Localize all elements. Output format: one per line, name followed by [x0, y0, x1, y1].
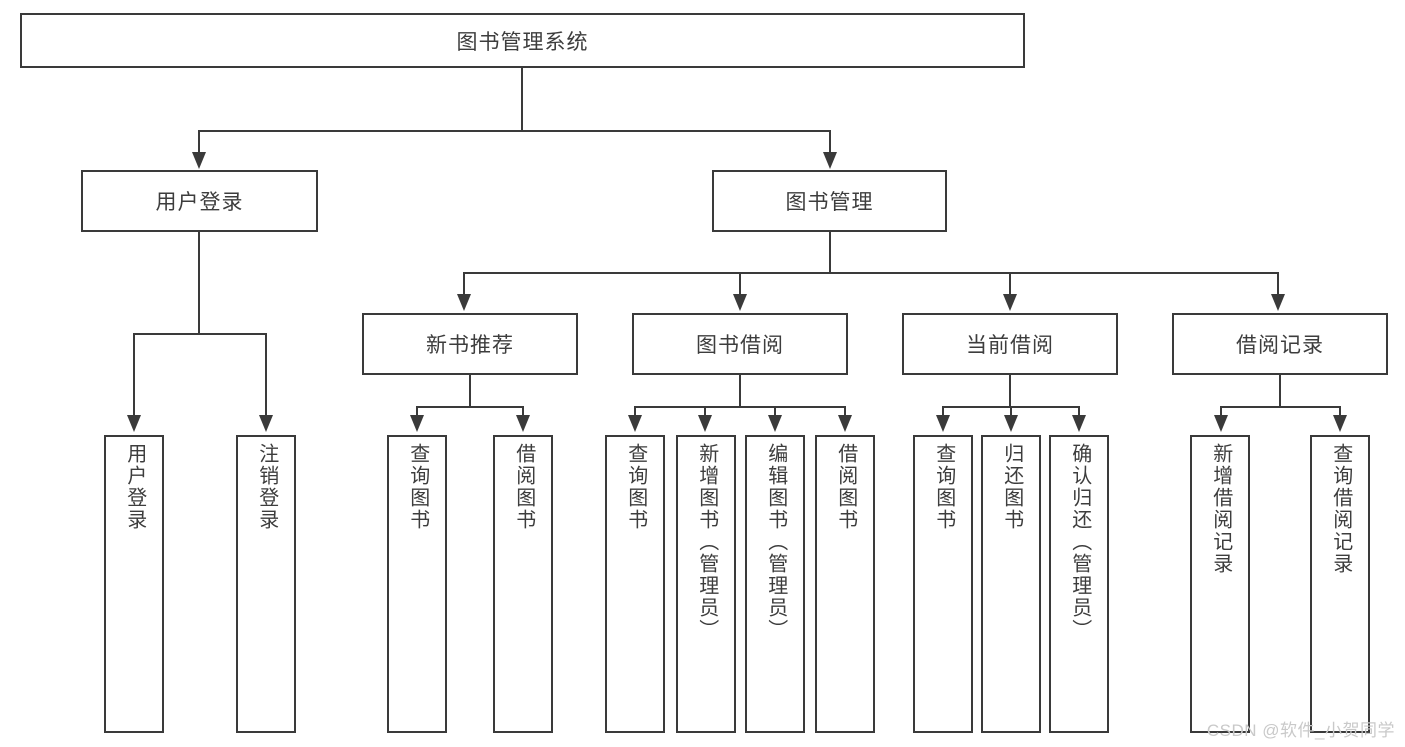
leaf-new-book-borrow[interactable]: 借阅图书 [493, 435, 553, 733]
arrow-to-borrow-record [1271, 294, 1285, 311]
leaf-current-borrow-confirm-label: 确认归还（管理员） [1068, 443, 1091, 641]
node-borrow-record[interactable]: 借阅记录 [1172, 313, 1388, 375]
connector-borrow-record-bus [1220, 406, 1340, 408]
connector-current-borrow-leaf1 [942, 406, 944, 417]
node-book-borrow[interactable]: 图书借阅 [632, 313, 848, 375]
connector-borrow-record-leaf2 [1339, 406, 1341, 417]
leaf-current-borrow-return[interactable]: 归还图书 [981, 435, 1041, 733]
leaf-current-borrow-query[interactable]: 查询图书 [913, 435, 973, 733]
connector-user-login-leaf1 [133, 333, 135, 417]
leaf-current-borrow-return-label: 归还图书 [1000, 443, 1023, 531]
leaf-book-borrow-borrow-label: 借阅图书 [834, 443, 857, 531]
leaf-book-borrow-edit[interactable]: 编辑图书（管理员） [745, 435, 805, 733]
connector-level3-bus [463, 272, 1277, 274]
connector-book-borrow-leaf1 [634, 406, 636, 417]
leaf-book-borrow-query-label: 查询图书 [624, 443, 647, 531]
node-user-login[interactable]: 用户登录 [81, 170, 318, 232]
leaf-current-borrow-query-label: 查询图书 [932, 443, 955, 531]
leaf-borrow-record-query[interactable]: 查询借阅记录 [1310, 435, 1370, 733]
arrow-book-borrow-leaf4 [838, 415, 852, 432]
leaf-user-login-logout-label: 注销登录 [255, 443, 278, 531]
leaf-borrow-record-add[interactable]: 新增借阅记录 [1190, 435, 1250, 733]
connector-to-current-borrow [1009, 272, 1011, 296]
arrow-new-book-leaf1 [410, 415, 424, 432]
node-book-borrow-label: 图书借阅 [696, 334, 784, 357]
connector-book-borrow-bus [634, 406, 845, 408]
node-book-management-label: 图书管理 [785, 191, 874, 214]
connector-root-stem [521, 68, 523, 131]
connector-borrow-record-stem [1279, 375, 1281, 407]
connector-book-borrow-stem [739, 375, 741, 407]
connector-new-book-bus [416, 406, 523, 408]
arrow-root-to-user-login [192, 152, 206, 169]
connector-current-borrow-leaf2 [1010, 406, 1012, 417]
node-borrow-record-label: 借阅记录 [1236, 334, 1324, 357]
arrow-to-current-borrow [1003, 294, 1017, 311]
connector-user-login-bus [133, 333, 266, 335]
arrow-to-book-borrow [733, 294, 747, 311]
connector-book-mgmt-stem [829, 232, 831, 273]
arrow-book-borrow-leaf2 [698, 415, 712, 432]
node-root-label: 图书管理系统 [456, 30, 589, 54]
node-new-book-recommend[interactable]: 新书推荐 [362, 313, 578, 375]
connector-to-borrow-record [1277, 272, 1279, 296]
connector-book-borrow-leaf3 [774, 406, 776, 417]
arrow-current-borrow-leaf2 [1004, 415, 1018, 432]
connector-book-borrow-leaf4 [844, 406, 846, 417]
connector-borrow-record-leaf1 [1220, 406, 1222, 417]
leaf-user-login-login[interactable]: 用户登录 [104, 435, 164, 733]
leaf-new-book-borrow-label: 借阅图书 [512, 443, 535, 531]
node-book-management[interactable]: 图书管理 [712, 170, 947, 232]
node-current-borrow-label: 当前借阅 [966, 334, 1054, 357]
arrow-root-to-book-mgmt [823, 152, 837, 169]
connector-new-book-stem [469, 375, 471, 407]
arrow-current-borrow-leaf3 [1072, 415, 1086, 432]
arrow-borrow-record-leaf2 [1333, 415, 1347, 432]
leaf-borrow-record-add-label: 新增借阅记录 [1209, 443, 1232, 575]
connector-root-to-book-mgmt [829, 130, 831, 154]
leaf-book-borrow-add-label: 新增图书（管理员） [695, 443, 718, 641]
node-current-borrow[interactable]: 当前借阅 [902, 313, 1118, 375]
leaf-book-borrow-query[interactable]: 查询图书 [605, 435, 665, 733]
arrow-book-borrow-leaf1 [628, 415, 642, 432]
connector-level2-bus [198, 130, 831, 132]
connector-book-borrow-leaf2 [704, 406, 706, 417]
arrow-user-login-leaf1 [127, 415, 141, 432]
connector-current-borrow-leaf3 [1078, 406, 1080, 417]
leaf-user-login-login-label: 用户登录 [123, 443, 146, 531]
arrow-new-book-leaf2 [516, 415, 530, 432]
connector-current-borrow-stem [1009, 375, 1011, 407]
arrow-current-borrow-leaf1 [936, 415, 950, 432]
connector-user-login-stem [198, 232, 200, 334]
leaf-book-borrow-edit-label: 编辑图书（管理员） [764, 443, 787, 641]
leaf-user-login-logout[interactable]: 注销登录 [236, 435, 296, 733]
leaf-book-borrow-add[interactable]: 新增图书（管理员） [676, 435, 736, 733]
connector-root-to-user-login [198, 130, 200, 154]
connector-to-book-borrow [739, 272, 741, 296]
connector-to-new-book [463, 272, 465, 296]
arrow-book-borrow-leaf3 [768, 415, 782, 432]
leaf-new-book-query-label: 查询图书 [406, 443, 429, 531]
leaf-current-borrow-confirm[interactable]: 确认归还（管理员） [1049, 435, 1109, 733]
node-root[interactable]: 图书管理系统 [20, 13, 1025, 68]
leaf-book-borrow-borrow[interactable]: 借阅图书 [815, 435, 875, 733]
node-user-login-label: 用户登录 [155, 191, 244, 214]
node-new-book-recommend-label: 新书推荐 [426, 334, 514, 357]
leaf-borrow-record-query-label: 查询借阅记录 [1329, 443, 1352, 575]
csdn-watermark: CSDN @软件_小贺同学 [1206, 721, 1395, 740]
leaf-new-book-query[interactable]: 查询图书 [387, 435, 447, 733]
connector-new-book-leaf1 [416, 406, 418, 417]
connector-user-login-leaf2 [265, 333, 267, 417]
arrow-borrow-record-leaf1 [1214, 415, 1228, 432]
arrow-to-new-book [457, 294, 471, 311]
arrow-user-login-leaf2 [259, 415, 273, 432]
connector-new-book-leaf2 [522, 406, 524, 417]
